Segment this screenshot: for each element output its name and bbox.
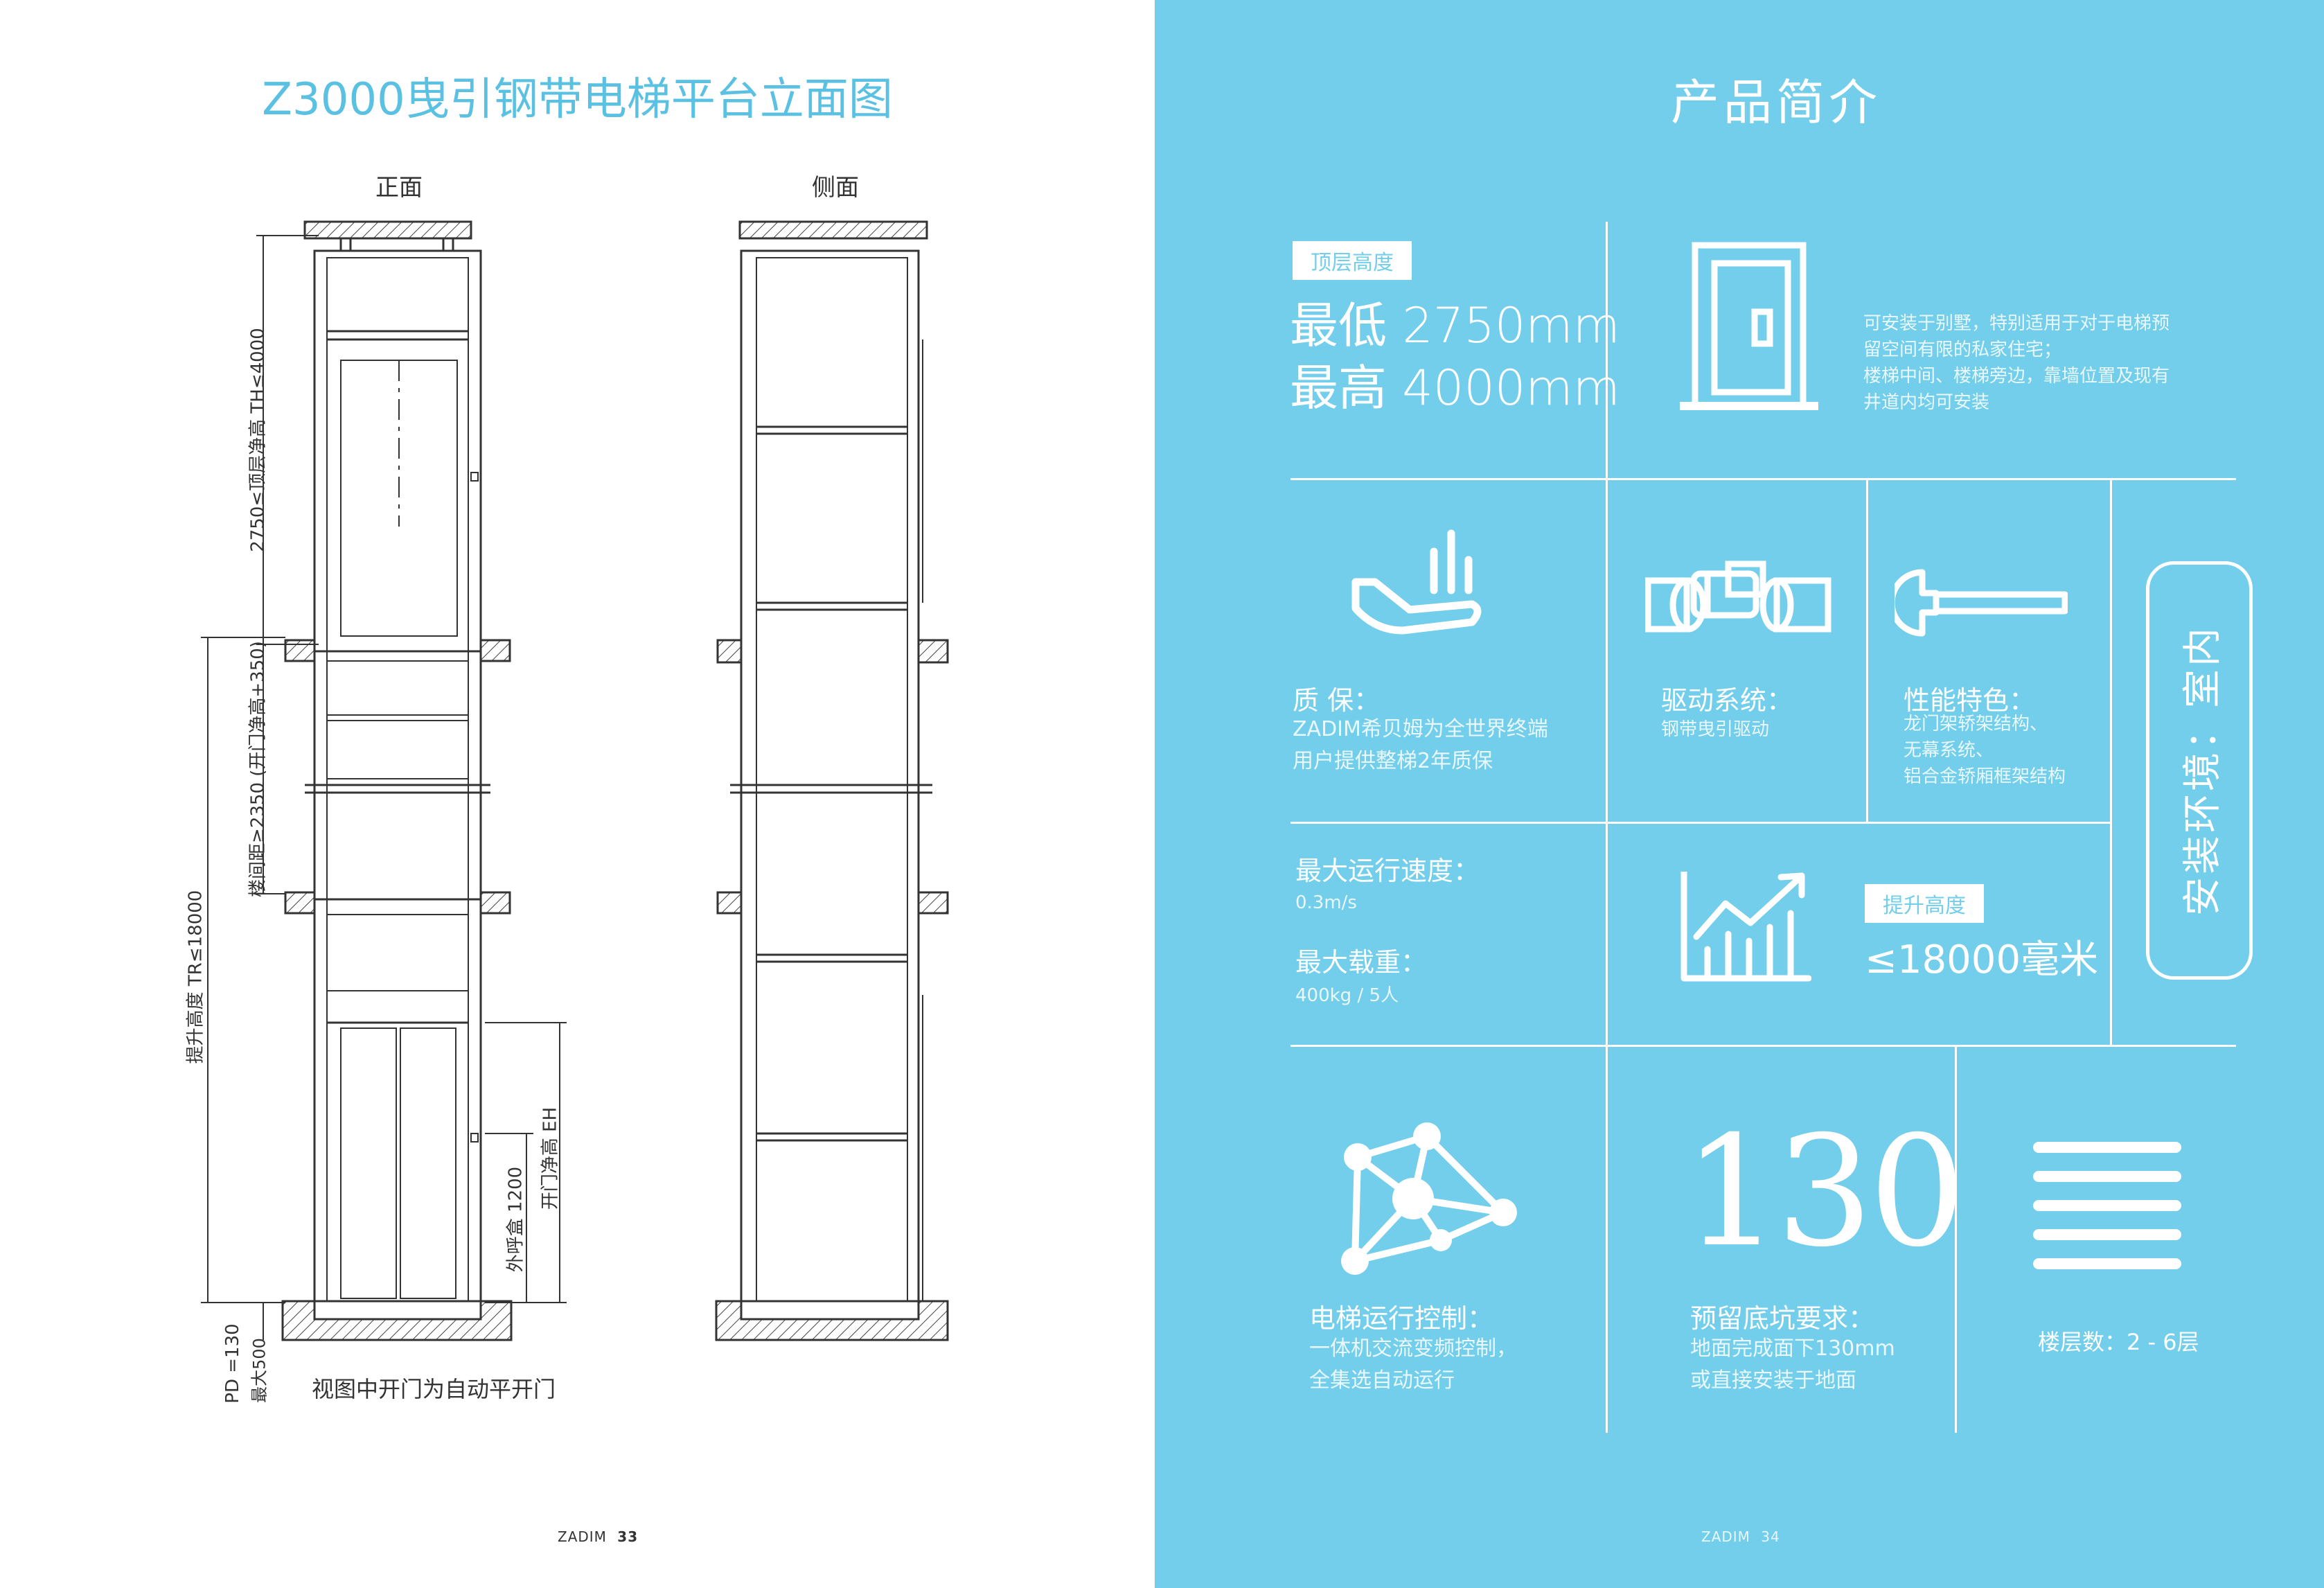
divider: [1606, 478, 1608, 1433]
environment-pill: [2146, 561, 2253, 980]
load-value: 400kg / 5人: [1295, 985, 1399, 1006]
door-icon: [1680, 242, 1818, 410]
divider: [1290, 478, 2236, 480]
control-desc: 一体机交流变频控制， 全集选自动运行: [1309, 1333, 1517, 1397]
dim-eh-label: 开门净高 EH: [540, 1106, 561, 1210]
divider: [1955, 1045, 1957, 1433]
dim-pd-label: PD =130: [222, 1323, 243, 1404]
front-door-right: [400, 1027, 456, 1299]
drive-desc: 钢带曳引驱动: [1661, 719, 1770, 740]
load-label: 最大载重：: [1295, 947, 1428, 978]
divider: [2110, 478, 2112, 1046]
motor-icon: [1645, 561, 1831, 633]
control-desc-line: 一体机交流变频控制，: [1309, 1336, 1517, 1361]
features-desc-line: 铝合金轿厢框架结构: [1904, 766, 2066, 787]
warranty-desc: ZADIM希贝姆为全世界终端 用户提供整梯2年质保: [1293, 714, 1548, 777]
elevation-drawing: [201, 220, 949, 1341]
install-desc-line: 可安装于别墅，特别适用于对于电梯预: [1863, 313, 2170, 334]
left-footer: ZADIM 33: [558, 1528, 638, 1545]
top-height-tag: 顶层高度: [1293, 241, 1412, 280]
lift-height-value: ≤18000毫米: [1865, 937, 2099, 982]
footer-brand: ZADIM: [1701, 1528, 1750, 1545]
features-desc: 龙门架轿架结构、 无幕系统、 铝合金轿厢框架结构: [1904, 711, 2066, 790]
front-door-left: [340, 1027, 397, 1299]
product-intro-title: 产品简介: [1671, 74, 1881, 131]
pit-label: 预留底坑要求：: [1690, 1303, 1875, 1334]
install-desc-line: 井道内均可安装: [1863, 392, 1990, 413]
dim-1200-label: 外呼盒 1200: [505, 1166, 526, 1273]
speed-label: 最大运行速度：: [1295, 856, 1480, 886]
pit-desc-line: 地面完成面下130mm: [1690, 1336, 1895, 1361]
features-desc-line: 无幕系统、: [1904, 740, 1994, 761]
footer-page-number: 34: [1761, 1528, 1780, 1545]
top-height-min: 最低 2750mm: [1290, 297, 1620, 354]
control-desc-line: 全集选自动运行: [1309, 1368, 1455, 1393]
warranty-label: 质 保：: [1293, 685, 1381, 716]
left-page: Z3000曳引钢带电梯平台立面图 正面 侧面: [0, 0, 1155, 1588]
hand-icon: [1351, 529, 1482, 635]
dim-th-label: 2750≤顶层净高 TH≤4000: [247, 328, 269, 552]
warranty-desc-line: ZADIM希贝姆为全世界终端: [1293, 717, 1548, 741]
top-height-max: 最高 4000mm: [1290, 360, 1620, 416]
pit-number: 130: [1683, 1103, 1966, 1280]
dim-pd-max-label: 最大500: [249, 1338, 269, 1403]
pit-desc-line: 或直接安装于地面: [1690, 1368, 1856, 1393]
install-desc: 可安装于别墅，特别适用于对于电梯预 留空间有限的私家住宅； 楼梯中间、楼梯旁边，…: [1863, 310, 2170, 416]
side-shaft-outline: [740, 249, 920, 1312]
features-desc-line: 龙门架轿架结构、: [1904, 714, 2048, 734]
divider: [1290, 1045, 2236, 1047]
network-icon: [1341, 1122, 1517, 1275]
side-view-label: 侧面: [812, 174, 859, 202]
front-ceiling-slab: [303, 220, 472, 240]
floors-label: 楼层数：2 - 6层: [2038, 1329, 2199, 1355]
footer-brand: ZADIM: [558, 1528, 607, 1545]
footer-page-number: 33: [617, 1528, 639, 1545]
speed-value: 0.3m/s: [1295, 892, 1357, 913]
divider: [1290, 822, 2110, 824]
environment-text: 安装环境：室内: [2180, 625, 2226, 916]
install-desc-line: 楼梯中间、楼梯旁边，靠墙位置及现有: [1863, 366, 2170, 387]
layers-icon: [2033, 1142, 2181, 1269]
control-label: 电梯运行控制：: [1309, 1303, 1494, 1334]
install-desc-line: 留空间有限的私家住宅；: [1863, 339, 2062, 360]
warranty-desc-line: 用户提供整梯2年质保: [1293, 749, 1493, 773]
chart-icon: [1680, 872, 1811, 982]
side-ceiling-slab: [738, 220, 928, 240]
wrench-icon: [1895, 569, 2068, 637]
divider: [1866, 478, 1868, 822]
drawing-note: 视图中开门为自动平开门: [312, 1376, 556, 1402]
features-label: 性能特色：: [1904, 685, 2036, 716]
drawing-title: Z3000曳引钢带电梯平台立面图: [262, 74, 893, 125]
drive-label: 驱动系统：: [1661, 685, 1793, 716]
front-view-label: 正面: [375, 174, 423, 202]
lift-height-tag: 提升高度: [1865, 884, 1984, 923]
divider: [1606, 222, 1608, 478]
dim-tr-label: 提升高度 TR≤18000: [185, 890, 206, 1064]
right-footer: ZADIM 34: [1701, 1528, 1780, 1545]
dim-floor-label: 楼间距≥2350 (开门净高+350): [247, 641, 269, 897]
pit-desc: 地面完成面下130mm 或直接安装于地面: [1690, 1333, 1895, 1397]
